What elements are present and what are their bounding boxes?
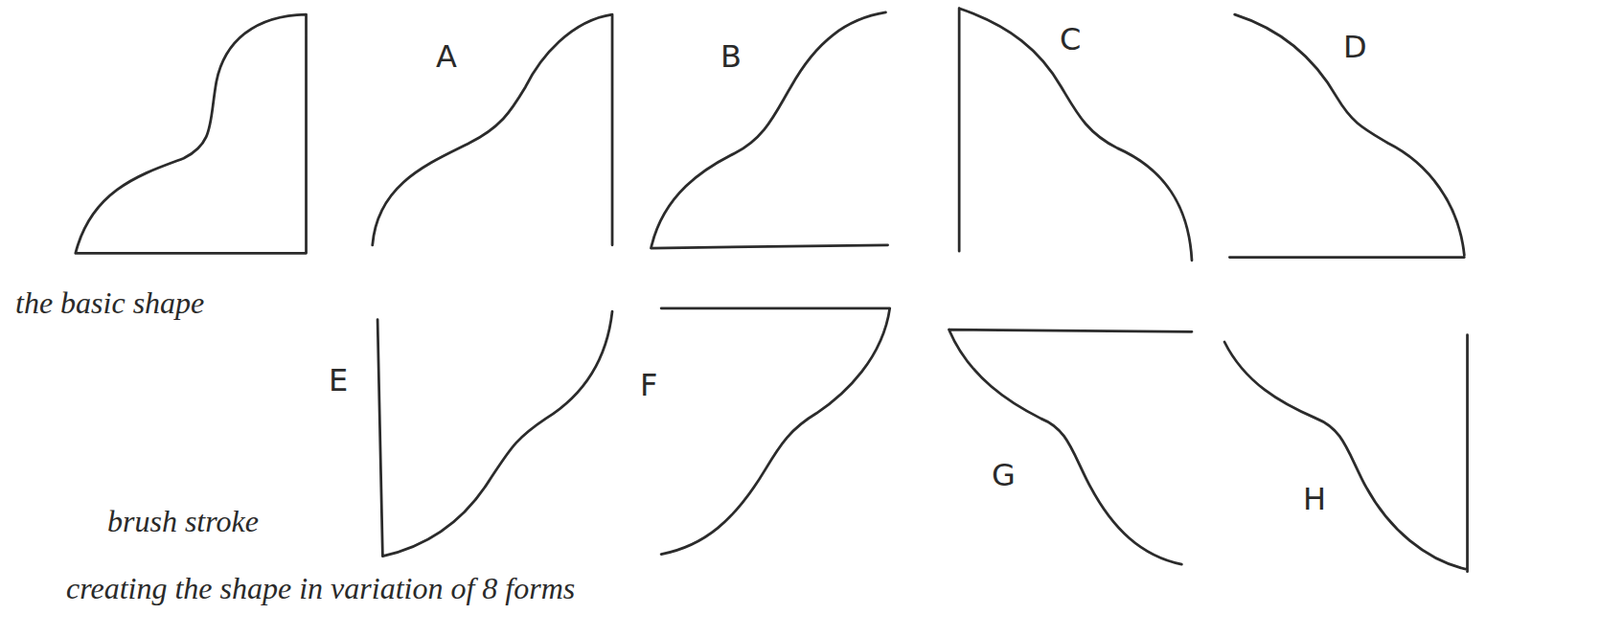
variation-b [651,12,889,249]
note-text: creating the shape in variation of 8 for… [66,571,575,607]
variation-e [377,311,613,557]
variation-letter: E [328,362,348,399]
variation-c [959,8,1192,261]
variation-f [661,308,891,555]
variation-a [372,14,613,246]
shape-caption: the basic shape [15,285,205,321]
variation-letter: B [720,38,742,75]
basic-shape [75,14,307,253]
variation-letter: C [1059,21,1081,58]
variation-letter: D [1343,28,1368,66]
variation-letter: A [435,38,458,75]
variation-letter: F [640,366,658,404]
variation-letter: H [1302,480,1326,518]
variation-g [948,329,1191,565]
variation-h [1224,335,1467,572]
variation-d [1229,14,1464,257]
note-text: brush stroke [107,503,259,540]
variation-letter: G [991,457,1016,494]
